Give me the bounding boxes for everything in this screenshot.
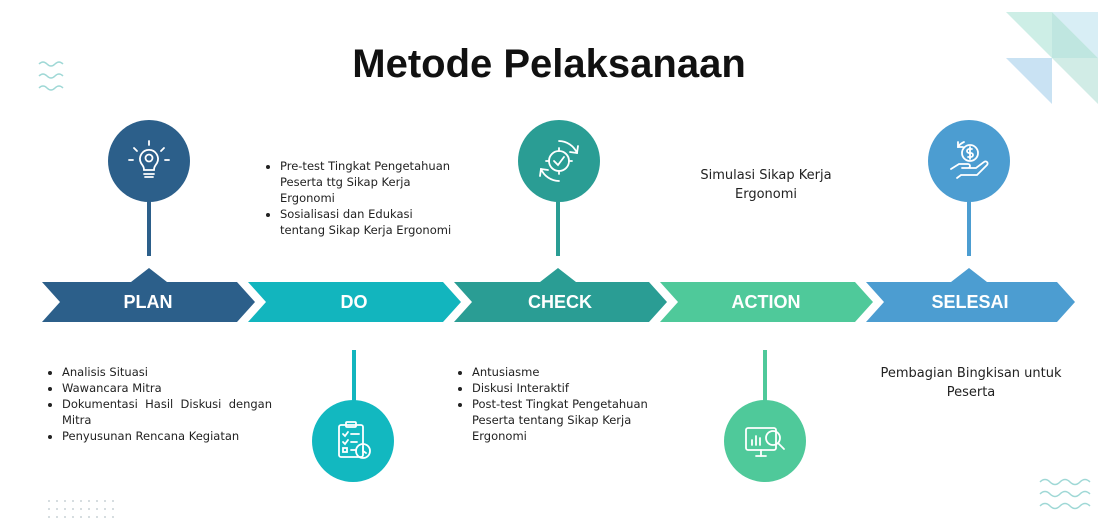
selesai-circle bbox=[928, 120, 1010, 202]
step-label-do: DO bbox=[340, 292, 368, 312]
step-label-plan: PLAN bbox=[123, 292, 173, 312]
action-stem bbox=[763, 350, 767, 414]
selesai-stem bbox=[967, 194, 971, 256]
wave-decoration-top-left bbox=[38, 61, 64, 91]
check-notes: Antusiasme Diskusi Interaktif Post-test … bbox=[452, 364, 662, 444]
do-note-item: Sosialisasi dan Edukasi tentang Sikap Ke… bbox=[280, 206, 460, 238]
plan-arrow bbox=[42, 268, 255, 322]
check-arrow bbox=[454, 268, 667, 322]
page-title: Metode Pelaksanaan bbox=[352, 42, 746, 86]
plan-note-item: Wawancara Mitra bbox=[62, 380, 272, 396]
step-label-selesai: SELESAI bbox=[931, 292, 1009, 312]
action-arrow bbox=[660, 282, 873, 322]
do-arrow bbox=[248, 282, 461, 322]
hand-money-icon bbox=[950, 141, 989, 179]
triangle-decoration-top-right bbox=[1006, 12, 1098, 104]
action-circle bbox=[724, 400, 806, 482]
plan-stem bbox=[147, 194, 151, 256]
check-circle bbox=[518, 120, 600, 202]
check-note-item: Antusiasme bbox=[472, 364, 662, 380]
plan-note-item: Analisis Situasi bbox=[62, 364, 272, 380]
do-stem bbox=[352, 350, 356, 414]
action-note: Simulasi Sikap Kerja Ergonomi bbox=[700, 168, 832, 202]
do-circle bbox=[312, 400, 394, 482]
plan-circle bbox=[108, 120, 190, 202]
selesai-arrow bbox=[866, 268, 1075, 322]
checklist-clock-icon bbox=[338, 421, 371, 459]
gear-lightbulb-icon bbox=[128, 140, 170, 178]
dot-grid-decoration bbox=[48, 500, 120, 518]
plan-note-item: Penyusunan Rencana Kegiatan bbox=[62, 428, 272, 444]
plan-note-item: Dokumentasi Hasil Diskusi dengan Mitra bbox=[62, 396, 272, 428]
check-note-item: Post-test Tingkat Pengetahuan Peserta te… bbox=[472, 396, 662, 444]
wave-decoration-bottom-right bbox=[1039, 478, 1091, 510]
check-note-item: Diskusi Interaktif bbox=[472, 380, 662, 396]
check-stem bbox=[556, 194, 560, 256]
step-label-action: ACTION bbox=[731, 292, 801, 312]
gear-check-icon bbox=[539, 140, 579, 182]
plan-notes: Analisis Situasi Wawancara Mitra Dokumen… bbox=[42, 364, 272, 444]
selesai-note: Pembagian Bingkisan untuk Peserta bbox=[880, 366, 1062, 400]
step-label-check: CHECK bbox=[527, 292, 592, 312]
monitor-search-icon bbox=[745, 427, 785, 457]
do-note-item: Pre-test Tingkat Pengetahuan Peserta ttg… bbox=[280, 158, 460, 206]
process-arrow-band bbox=[42, 268, 1075, 322]
do-notes: Pre-test Tingkat Pengetahuan Peserta ttg… bbox=[260, 158, 460, 238]
